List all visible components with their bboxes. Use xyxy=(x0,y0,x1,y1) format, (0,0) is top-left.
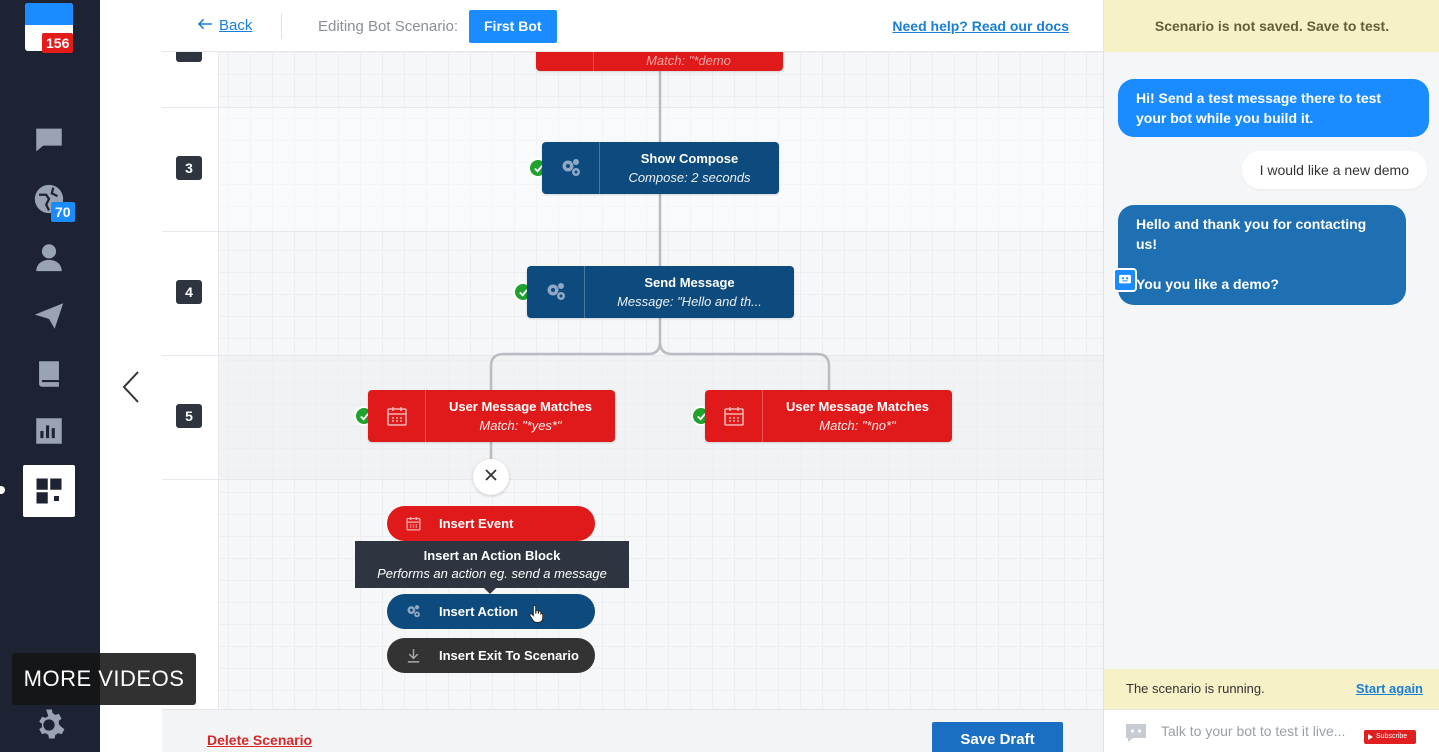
send-icon[interactable] xyxy=(30,297,68,335)
help-docs-link[interactable]: Need help? Read our docs xyxy=(892,18,1069,34)
chevron-left-icon[interactable] xyxy=(118,370,148,404)
insert-exit-button[interactable]: Insert Exit To Scenario xyxy=(387,638,595,673)
node-title: Show Compose xyxy=(640,151,739,166)
test-panel: Scenario is not saved. Save to test. Hi!… xyxy=(1103,0,1439,752)
chat-message-bot: Hi! Send a test message there to test yo… xyxy=(1118,79,1429,137)
node-title: User Message Matches xyxy=(785,399,930,414)
flow-node-show-compose[interactable]: Show Compose Compose: 2 seconds xyxy=(542,142,779,194)
more-videos-overlay[interactable]: MORE VIDEOS xyxy=(12,653,196,705)
flow-node-partial[interactable]: Match: "*demo xyxy=(536,52,783,71)
chat-message-user: I would like a new demo xyxy=(1241,151,1427,189)
node-title: User Message Matches xyxy=(448,399,593,414)
row-divider xyxy=(162,231,1103,232)
row-number: 3 xyxy=(176,156,202,180)
save-draft-button[interactable]: Save Draft xyxy=(932,722,1063,752)
bot-icon xyxy=(1113,268,1137,292)
book-icon[interactable] xyxy=(30,355,68,393)
row-number: 4 xyxy=(176,280,202,304)
cogs-icon xyxy=(527,266,585,318)
close-icon xyxy=(485,468,497,486)
notification-badge: 156 xyxy=(42,33,74,53)
insert-exit-label: Insert Exit To Scenario xyxy=(439,648,579,663)
row-number-partial xyxy=(176,52,202,62)
editor-header: Back Editing Bot Scenario: First Bot Nee… xyxy=(162,0,1103,52)
row-divider xyxy=(162,479,1103,480)
calendar-icon xyxy=(387,515,439,532)
app-sidebar: 156 70 xyxy=(0,0,100,752)
row-divider xyxy=(162,107,1103,108)
close-insert-menu-button[interactable] xyxy=(473,459,509,495)
header-divider xyxy=(281,13,282,39)
running-text: The scenario is running. xyxy=(1126,681,1265,696)
hand-cursor-icon xyxy=(529,605,544,626)
collapse-strip xyxy=(100,0,162,752)
chat-input-bar: Subscribe xyxy=(1104,709,1439,752)
node-subtitle: Match: "*yes*" xyxy=(479,418,562,433)
gear-icon[interactable] xyxy=(30,706,68,744)
back-link[interactable]: Back xyxy=(197,17,253,34)
bot-reply-line: You you like a demo? xyxy=(1136,276,1279,292)
node-subtitle: Match: "*demo xyxy=(646,53,731,68)
globe-count-badge: 70 xyxy=(51,202,75,222)
flow-node-send-message[interactable]: Send Message Message: "Hello and th... xyxy=(527,266,794,318)
unsaved-notice: Scenario is not saved. Save to test. xyxy=(1104,0,1439,52)
calendar-icon xyxy=(368,390,426,442)
node-subtitle: Message: "Hello and th... xyxy=(617,294,762,309)
row-number: 5 xyxy=(176,404,202,428)
insert-event-label: Insert Event xyxy=(439,516,514,531)
cogs-icon xyxy=(542,142,600,194)
tooltip-title: Insert an Action Block xyxy=(423,548,561,563)
bot-reply-line: Hello and thank you for contacting us! xyxy=(1136,216,1367,252)
calendar-icon xyxy=(705,390,763,442)
insert-action-label: Insert Action xyxy=(439,604,518,619)
insert-action-tooltip: Insert an Action Block Performs an actio… xyxy=(355,541,629,594)
scenario-canvas[interactable]: 3 4 5 Match: "*demo Show Compose Compose… xyxy=(162,52,1103,709)
back-label: Back xyxy=(219,17,253,34)
chat-message-bot-reply: Hello and thank you for contacting us! Y… xyxy=(1118,205,1406,305)
subscribe-button[interactable]: Subscribe xyxy=(1364,730,1416,744)
node-subtitle: Compose: 2 seconds xyxy=(628,170,751,185)
tooltip-subtitle: Performs an action eg. send a message xyxy=(377,566,607,581)
delete-scenario-link[interactable]: Delete Scenario xyxy=(207,732,313,748)
chat-icon[interactable] xyxy=(30,121,68,159)
bot-name-button[interactable]: First Bot xyxy=(469,10,557,43)
active-indicator xyxy=(0,486,5,494)
running-notice: The scenario is running. Start again xyxy=(1104,669,1439,709)
editing-label: Editing Bot Scenario: xyxy=(318,18,459,35)
flow-node-match-yes[interactable]: User Message Matches Match: "*yes*" xyxy=(368,390,615,442)
flow-node-match-no[interactable]: User Message Matches Match: "*no*" xyxy=(705,390,952,442)
bot-icon xyxy=(1124,722,1148,744)
start-again-link[interactable]: Start again xyxy=(1355,681,1423,696)
insert-event-button[interactable]: Insert Event xyxy=(387,506,595,541)
apps-icon[interactable] xyxy=(23,465,75,517)
chart-icon[interactable] xyxy=(30,412,68,450)
arrow-left-icon xyxy=(197,17,213,34)
flow-connectors xyxy=(489,70,831,459)
cogs-icon xyxy=(387,603,439,620)
test-message-input[interactable] xyxy=(1161,723,1361,739)
node-title: Send Message xyxy=(644,275,735,290)
node-subtitle: Match: "*no*" xyxy=(819,418,896,433)
insert-action-button[interactable]: Insert Action xyxy=(387,594,595,629)
editor-footer: Delete Scenario Save Draft xyxy=(162,709,1103,752)
download-icon xyxy=(387,647,439,664)
row-divider xyxy=(162,355,1103,356)
user-icon[interactable] xyxy=(30,238,68,276)
